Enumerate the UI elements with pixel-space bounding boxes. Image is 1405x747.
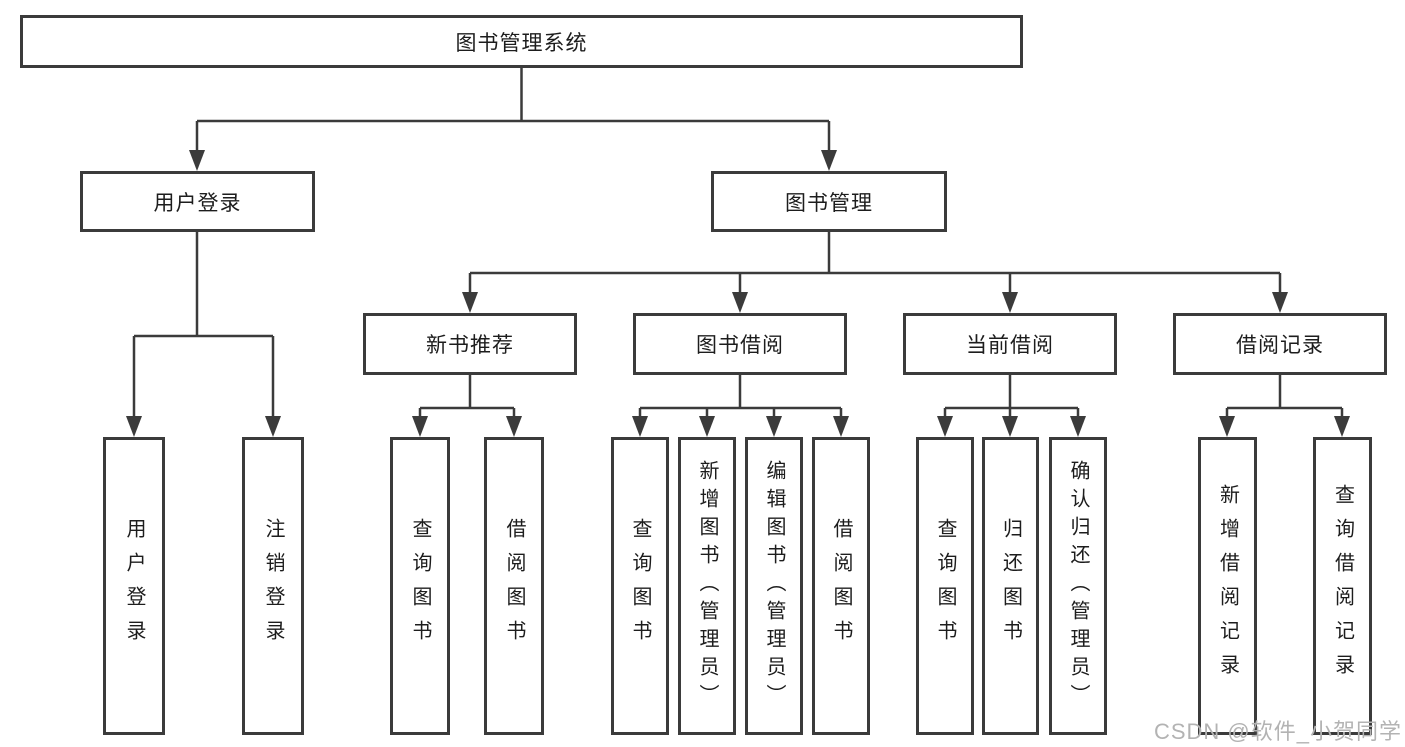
leaf-current-return-label: 归还图书 <box>999 518 1022 654</box>
leaf-book-borrow-query-label: 查询图书 <box>629 518 651 654</box>
node-borrow-records: 借阅记录 <box>1173 313 1387 375</box>
leaf-book-borrow-borrow-label: 借阅图书 <box>830 518 852 654</box>
leaf-new-books-borrow-label: 借阅图书 <box>503 518 525 654</box>
leaf-new-books-borrow: 借阅图书 <box>484 437 544 735</box>
leaf-book-borrow-query: 查询图书 <box>611 437 669 735</box>
leaf-current-return: 归还图书 <box>982 437 1039 735</box>
node-user-login: 用户登录 <box>80 171 315 232</box>
leaf-user-login-login: 用户登录 <box>103 437 165 735</box>
node-book-borrow-label: 图书借阅 <box>696 334 784 357</box>
leaf-user-login-logout: 注销登录 <box>242 437 304 735</box>
leaf-book-borrow-edit-label: 编辑图书（管理员） <box>763 460 785 712</box>
node-user-login-label: 用户登录 <box>153 191 242 215</box>
node-current-borrow-label: 当前借阅 <box>966 334 1054 357</box>
leaf-records-add-label: 新增借阅记录 <box>1216 484 1239 688</box>
node-book-management-label: 图书管理 <box>785 191 873 215</box>
leaf-records-query: 查询借阅记录 <box>1313 437 1372 735</box>
leaf-new-books-query-label: 查询图书 <box>409 518 431 654</box>
leaf-book-borrow-add: 新增图书（管理员） <box>678 437 736 735</box>
node-root: 图书管理系统 <box>20 15 1023 68</box>
leaf-user-login-logout-label: 注销登录 <box>262 518 284 654</box>
leaf-book-borrow-edit: 编辑图书（管理员） <box>745 437 803 735</box>
leaf-current-confirm: 确认归还（管理员） <box>1049 437 1107 735</box>
node-borrow-records-label: 借阅记录 <box>1236 334 1324 357</box>
node-new-book-recommend-label: 新书推荐 <box>426 334 514 357</box>
leaf-user-login-login-label: 用户登录 <box>123 518 145 654</box>
watermark: CSDN @软件_小贺同学 <box>1153 719 1402 744</box>
leaf-current-confirm-label: 确认归还（管理员） <box>1067 460 1089 712</box>
node-current-borrow: 当前借阅 <box>903 313 1117 375</box>
node-book-management: 图书管理 <box>711 171 947 232</box>
leaf-book-borrow-add-label: 新增图书（管理员） <box>696 460 718 712</box>
node-new-book-recommend: 新书推荐 <box>363 313 577 375</box>
leaf-records-query-label: 查询借阅记录 <box>1331 484 1354 688</box>
arrowheads <box>126 150 1350 437</box>
leaf-records-add: 新增借阅记录 <box>1198 437 1257 735</box>
leaf-current-query: 查询图书 <box>916 437 974 735</box>
node-root-label: 图书管理系统 <box>455 31 588 55</box>
leaf-current-query-label: 查询图书 <box>934 518 956 654</box>
leaf-book-borrow-borrow: 借阅图书 <box>812 437 870 735</box>
leaf-new-books-query: 查询图书 <box>390 437 450 735</box>
node-book-borrow: 图书借阅 <box>633 313 847 375</box>
